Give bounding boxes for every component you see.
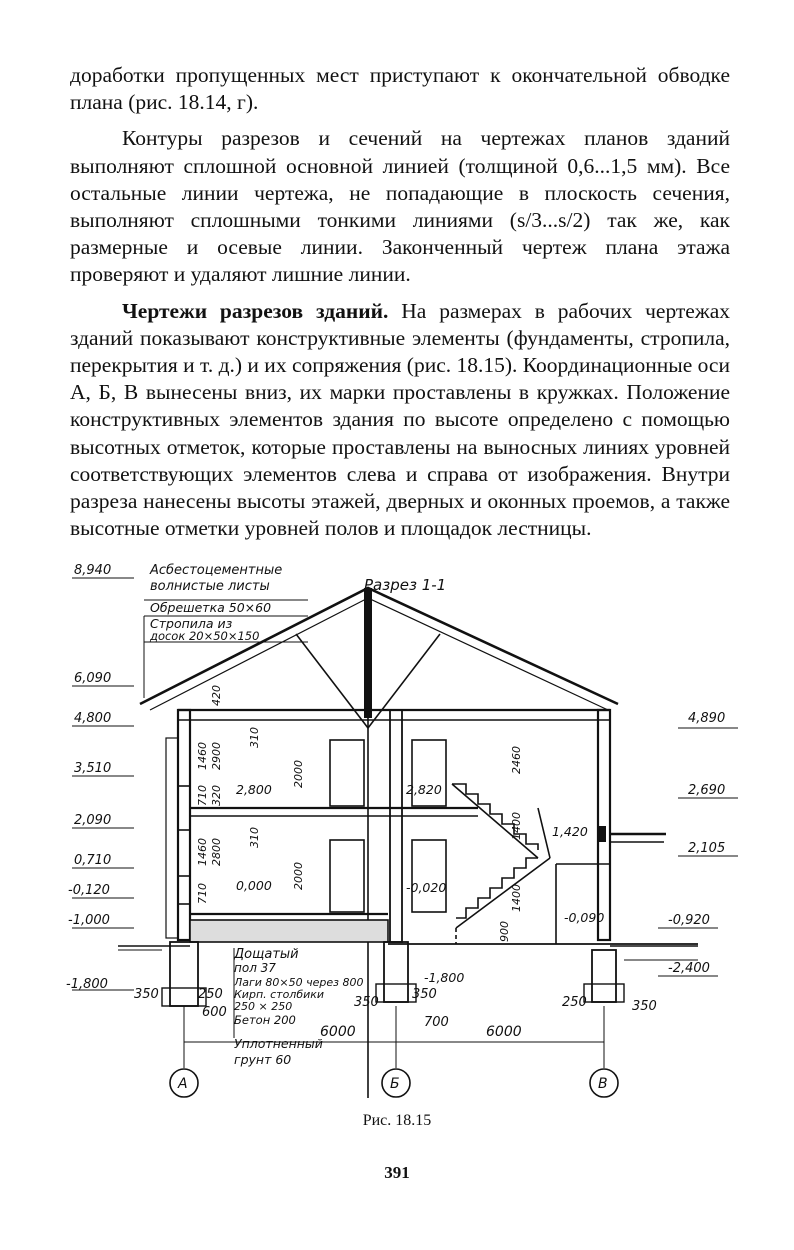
level-mark: 2,090: [74, 813, 111, 828]
level-mark: 1,420: [552, 824, 588, 839]
level-mark: -1,800: [66, 977, 108, 992]
vertical-dimension: 710: [196, 883, 209, 904]
axis-markers: А Б В: [177, 1076, 608, 1092]
vertical-dimension: 1400: [510, 884, 523, 912]
body-text: доработки пропущенных мест приступают к …: [70, 62, 730, 542]
paragraph-2: Контуры разрезов и сечений на чертежах п…: [70, 126, 730, 287]
section-title: Разрез 1-1: [364, 576, 446, 594]
level-mark: 6,090: [74, 671, 111, 686]
level-mark: 0,710: [74, 853, 111, 868]
level-mark: 4,890: [688, 711, 725, 726]
joists-note: Лаги 80×50 через 800: [233, 976, 364, 989]
vertical-dimension: 320: [210, 785, 223, 806]
vertical-dimension: 710: [196, 785, 209, 806]
section-heading: Чертежи разрезов зданий.: [122, 298, 389, 323]
section-drawing-lines: [72, 577, 738, 1098]
paragraph-1: доработки пропущенных мест приступают к …: [70, 63, 730, 115]
horizontal-dimension: 350: [412, 987, 437, 1002]
horizontal-dimension: 600: [202, 1005, 227, 1020]
soil-note-line1: Уплотненный: [234, 1036, 323, 1051]
building-section-drawing: Асбестоцементные волнистые листы Обрешет…: [66, 563, 738, 1098]
vertical-dimension: 1460: [196, 742, 209, 770]
level-mark: 8,940: [74, 563, 111, 578]
level-mark: -0,120: [68, 883, 110, 898]
vertical-dimension: 310: [248, 827, 261, 848]
paragraph-3: Чертежи разрезов зданий. На размерах в р…: [70, 298, 730, 543]
vertical-dimension: 2000: [292, 862, 305, 890]
roof-note-line1: Асбестоцементные: [149, 563, 282, 578]
axis-marker: А: [177, 1076, 188, 1092]
horizontal-dimension: 6000: [486, 1024, 522, 1040]
floor-note-line2: пол 37: [234, 961, 276, 975]
horizontal-dimension: 350: [134, 987, 159, 1002]
right-level-marks: 4,890 2,690 2,105 -0,920 -2,400: [668, 711, 725, 976]
level-mark: 3,510: [74, 761, 111, 776]
concrete-note: Бетон 200: [234, 1013, 296, 1027]
inner-level-marks: 2,800 0,000 2,820 -0,020 1,420 -0,090 -1…: [236, 782, 604, 985]
horizontal-dimensions: 350 250 600 350 350 700 6000 6000 250 35…: [134, 987, 657, 1040]
level-mark: -1,000: [68, 913, 110, 928]
vertical-dimension: 2000: [292, 760, 305, 788]
left-level-marks: 8,940 6,090 4,800 3,510 2,090 0,710 -0,1…: [66, 563, 111, 992]
level-mark: -0,020: [406, 880, 446, 895]
vertical-dimension: 1460: [196, 838, 209, 866]
horizontal-dimension: 700: [424, 1015, 449, 1030]
axis-marker: В: [598, 1076, 608, 1092]
rafter-note-line2: досок 20×50×150: [149, 629, 259, 643]
rafter-note-line1: Стропила из: [150, 616, 233, 631]
horizontal-dimension: 250: [562, 995, 587, 1010]
posts-note-line2: 250 × 250: [234, 1000, 292, 1013]
vertical-dimension: 2800: [210, 838, 223, 866]
posts-note-line1: Кирп. столбики: [234, 988, 324, 1001]
vertical-dimensions: 420 1460 2900 710 310 1460 2800 710 320 …: [196, 685, 523, 942]
level-mark: -2,400: [668, 961, 710, 976]
lath-note: Обрешетка 50×60: [150, 600, 271, 615]
floor-note-line1: Дощатый: [233, 947, 299, 962]
figure-caption: Рис. 18.15: [362, 1112, 432, 1129]
horizontal-dimension: 350: [632, 999, 657, 1014]
level-mark: 2,690: [688, 783, 725, 798]
axis-marker: Б: [390, 1076, 400, 1092]
level-mark: 0,000: [236, 878, 272, 893]
horizontal-dimension: 350: [354, 995, 379, 1010]
horizontal-dimension: 6000: [320, 1024, 356, 1040]
vertical-dimension: 2900: [210, 742, 223, 770]
roof-note-line2: волнистые листы: [150, 579, 270, 594]
level-mark: 4,800: [74, 711, 111, 726]
horizontal-dimension: 250: [198, 987, 223, 1002]
level-mark: 2,820: [406, 782, 442, 797]
level-mark: -0,090: [564, 910, 604, 925]
paragraph-3-body: На размерах в рабочих чертежах зданий по…: [70, 298, 730, 541]
soil-note-line2: грунт 60: [234, 1052, 291, 1067]
level-mark: -0,920: [668, 913, 710, 928]
vertical-dimension: 900: [498, 921, 511, 942]
vertical-dimension: 310: [248, 727, 261, 748]
level-mark: 2,800: [236, 782, 272, 797]
level-mark: -1,800: [424, 970, 464, 985]
level-mark: 2,105: [688, 841, 725, 856]
vertical-dimension: 2460: [510, 746, 523, 774]
page-number: 391: [384, 1163, 410, 1182]
vertical-dimension: 420: [210, 685, 223, 706]
vertical-dimension: 1400: [510, 812, 523, 840]
